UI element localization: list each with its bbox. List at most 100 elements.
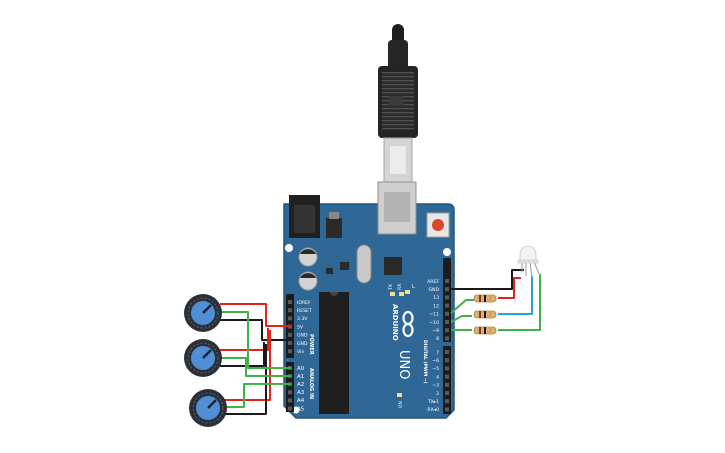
wire-res1-led[interactable] — [498, 277, 521, 299]
pin-socket-power_pins-1[interactable] — [288, 308, 292, 313]
pin-socket-digital_bottom_pins-2[interactable] — [445, 366, 449, 371]
resistor-3[interactable] — [473, 326, 497, 335]
pin-label-digital_top_pins-1: GND — [428, 287, 439, 293]
wire-res3-led[interactable] — [498, 274, 541, 331]
pin-label-analog_pins-4: A4 — [297, 398, 305, 404]
mounting-hole — [292, 406, 300, 414]
l-label: L — [412, 284, 415, 290]
tx-label: TX — [388, 284, 394, 291]
pin-label-analog_pins-2: A2 — [297, 382, 304, 388]
pin-label-digital_bottom_pins-1: ~6 — [432, 358, 439, 364]
pin-socket-power_pins-0[interactable] — [288, 300, 292, 304]
wire-5v-pot1[interactable] — [220, 303, 291, 327]
power-header-label: POWER — [308, 334, 314, 355]
digital-header-top[interactable] — [443, 258, 451, 342]
pin-label-analog_pins-5: A5 — [297, 406, 305, 412]
pin-socket-digital_bottom_pins-0[interactable] — [445, 350, 449, 354]
pin-socket-digital_bottom_pins-4[interactable] — [445, 382, 449, 387]
usb-b-socket — [377, 181, 417, 235]
pin-socket-digital_bottom_pins-3[interactable] — [445, 374, 449, 379]
digital-header-label: DIGITAL (PWM ~) — [422, 340, 428, 384]
pin-label-analog_pins-1: A1 — [297, 374, 304, 380]
wires — [220, 269, 541, 415]
rgb-led[interactable] — [517, 245, 541, 279]
led-on — [397, 393, 402, 397]
mounting-hole — [285, 244, 293, 252]
capacitor — [298, 247, 318, 267]
wire-gnd-pot1[interactable] — [220, 319, 291, 341]
usb-cable[interactable] — [378, 24, 418, 183]
potentiometer-3[interactable] — [189, 389, 227, 427]
analog-header[interactable] — [286, 362, 294, 412]
smd-chip — [340, 262, 349, 270]
pin-label-digital_top_pins-3: 12 — [433, 303, 439, 309]
potentiometer-1[interactable] — [184, 294, 222, 332]
reset-button[interactable] — [426, 212, 450, 238]
pin-socket-analog_pins-4[interactable] — [288, 398, 292, 403]
pin-label-digital_top_pins-5: ~10 — [429, 320, 439, 326]
wire-pin11-res[interactable] — [450, 299, 474, 314]
analog-header-label: ANALOG IN — [308, 368, 314, 399]
pin-label-power_pins-2: 3.3V — [297, 316, 308, 322]
capacitor — [298, 271, 318, 291]
pin-label-digital_top_pins-2: 13 — [433, 295, 439, 301]
pin-label-digital_bottom_pins-7: RX◂0 — [427, 407, 439, 413]
pin-socket-digital_top_pins-2[interactable] — [445, 295, 449, 300]
microcontroller-chip — [319, 292, 349, 414]
pin-label-digital_bottom_pins-0: 7 — [436, 350, 439, 356]
arduino-logo — [402, 310, 414, 338]
wire-gnd-pot2[interactable] — [220, 342, 265, 367]
wire-a0-pot1[interactable] — [222, 311, 291, 369]
pin-socket-digital_top_pins-5[interactable] — [445, 320, 449, 324]
pin-socket-digital_bottom_pins-7[interactable] — [445, 407, 449, 412]
pin-socket-digital_top_pins-4[interactable] — [445, 311, 449, 316]
uno-wordmark: UNO — [396, 350, 411, 379]
potentiometer-2[interactable] — [184, 339, 222, 377]
pin-socket-analog_pins-3[interactable] — [288, 390, 292, 395]
pin-socket-power_pins-2[interactable] — [288, 316, 292, 321]
pin-label-digital_top_pins-7: 8 — [436, 336, 439, 342]
pin-socket-power_pins-6[interactable] — [288, 349, 292, 354]
pin-socket-digital_bottom_pins-6[interactable] — [445, 399, 449, 404]
pin-socket-digital_top_pins-6[interactable] — [445, 328, 449, 333]
pin-socket-digital_bottom_pins-1[interactable] — [445, 358, 449, 363]
pin-label-power_pins-0: IOREF — [297, 300, 311, 306]
pin-socket-power_pins-5[interactable] — [288, 341, 292, 345]
on-label: ON — [398, 401, 404, 408]
pin-label-digital_top_pins-0: AREF — [427, 279, 439, 285]
pin-label-analog_pins-0: A0 — [297, 366, 305, 372]
pin-label-digital_bottom_pins-2: ~5 — [432, 366, 439, 372]
resistor-1[interactable] — [473, 294, 497, 303]
pin-label-analog_pins-3: A3 — [297, 390, 305, 396]
arduino-wordmark: ARDUINO — [391, 304, 399, 341]
wire-a2-pot3[interactable] — [224, 383, 291, 408]
pin-socket-power_pins-4[interactable] — [288, 332, 292, 337]
wire-a1-pot2[interactable] — [222, 357, 291, 377]
smd-chip — [326, 268, 333, 274]
wire-5v-pot3[interactable] — [222, 330, 271, 401]
wire-gnd-led[interactable] — [451, 269, 524, 290]
voltage-regulator — [326, 212, 342, 238]
pin-label-power_pins-1: RESET — [297, 308, 312, 314]
pin-socket-digital_top_pins-7[interactable] — [445, 336, 449, 341]
wire-5v-pot2[interactable] — [220, 328, 269, 351]
usb-controller-chip — [384, 257, 402, 275]
pin-label-digital_bottom_pins-5: 2 — [436, 391, 439, 397]
mounting-hole — [443, 248, 451, 256]
led-rx — [399, 292, 404, 296]
digital-header-bottom[interactable] — [443, 346, 451, 414]
resistor-2[interactable] — [473, 310, 497, 319]
pin-socket-analog_pins-5[interactable] — [288, 406, 292, 411]
pin-socket-digital_top_pins-0[interactable] — [445, 279, 449, 283]
pin-socket-digital_top_pins-1[interactable] — [445, 287, 449, 292]
wire-res2-led[interactable] — [498, 276, 533, 315]
pin-label-power_pins-4: GND — [297, 333, 308, 339]
pin-socket-digital_bottom_pins-5[interactable] — [445, 391, 449, 395]
pin-label-power_pins-5: GND — [297, 341, 308, 347]
pin-label-digital_bottom_pins-6: TX▸1 — [427, 399, 439, 405]
pin-label-power_pins-6: Vin — [297, 349, 304, 355]
arduino-board[interactable]: TX RX L ON ARDUINO UNO POWER ANALOG IN D… — [283, 181, 455, 419]
led-tx — [390, 292, 395, 296]
wire-pin10-res[interactable] — [450, 315, 472, 323]
pin-socket-digital_top_pins-3[interactable] — [445, 303, 449, 308]
